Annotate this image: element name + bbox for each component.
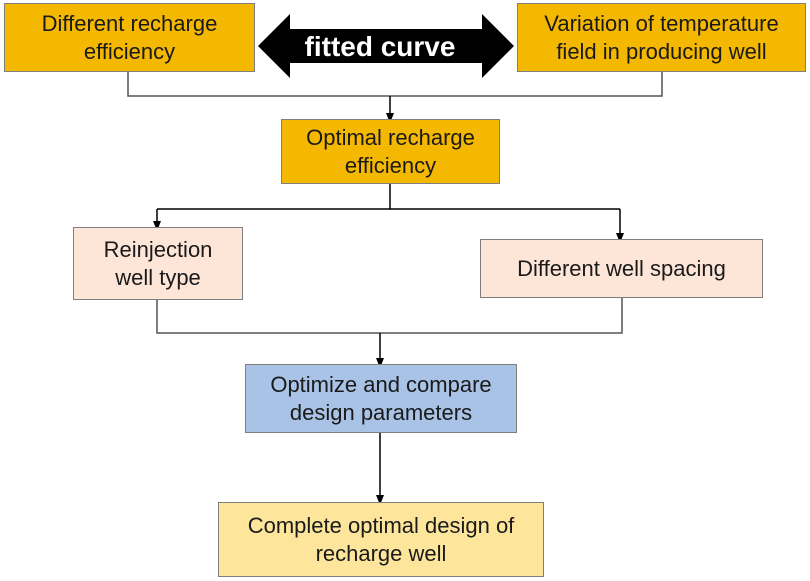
box-text-line: design parameters [289,399,473,425]
box-text-line: Optimize and compare [270,371,492,397]
fitted-curve-double-arrow [258,14,514,78]
box-text-line: efficiency [83,38,176,64]
box-text-line: Optimal recharge [306,124,475,150]
box-text-line: Reinjection [103,236,213,262]
box-text-line: Different recharge [41,10,218,36]
connector-bottom-merge [156,298,623,334]
connector-split [157,184,391,210]
box-text-line: Complete optimal design of [247,512,515,538]
box-different-well-spacing: Different well spacing [480,239,763,298]
box-text-line: well type [115,264,201,290]
connector-top-merge [127,72,663,97]
box-text-line: recharge well [315,540,447,566]
box-text-line: field in producing well [556,38,767,64]
box-text-line: efficiency [344,152,437,178]
box-text-line: Variation of temperature [544,10,779,36]
box-text-line: Different well spacing [517,255,726,281]
fitted-curve-label: fitted curve [304,31,456,62]
